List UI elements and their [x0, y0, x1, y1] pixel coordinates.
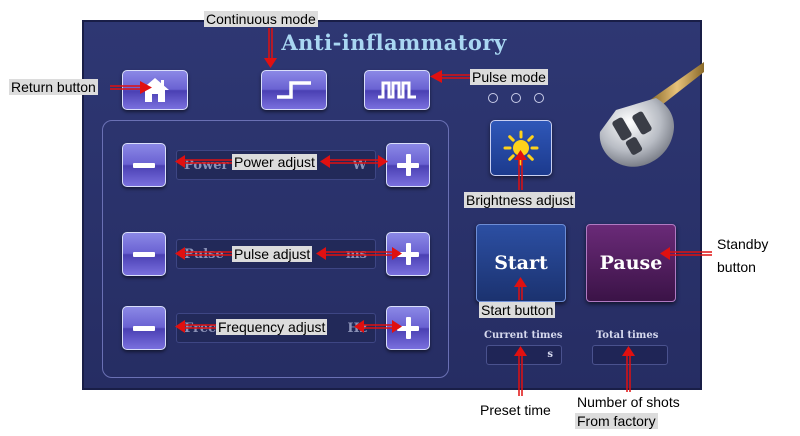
minus-icon	[133, 162, 155, 168]
total-times-field	[592, 345, 668, 365]
annotation-frequency-adjust: Frequency adjust	[216, 319, 328, 335]
plus-icon	[397, 154, 419, 176]
screen-title: Anti-inflammatory	[281, 30, 507, 55]
parameter-panel	[102, 120, 449, 378]
pulse-mode-button[interactable]	[364, 70, 430, 110]
total-times-label: Total times	[596, 330, 659, 341]
pulse-field: Pulse ms	[176, 239, 376, 269]
plus-icon	[397, 317, 419, 339]
power-unit: W	[352, 158, 367, 173]
pulse-label: Pulse	[184, 247, 224, 262]
current-times-field: s	[486, 345, 562, 365]
indicator-dot	[488, 93, 498, 103]
annotation-pulse-adjust: Pulse adjust	[232, 246, 313, 262]
device-screen: Anti-inflammatory	[82, 20, 704, 390]
annotation-standby-line1: Standby	[717, 236, 769, 252]
annotation-shots-line2: From factory	[575, 413, 658, 429]
power-decrease-button[interactable]	[122, 143, 166, 187]
annotation-return-button: Return button	[9, 79, 98, 95]
power-label: Power	[184, 158, 229, 173]
power-increase-button[interactable]	[386, 143, 430, 187]
annotation-continuous-mode: Continuous mode	[204, 11, 318, 27]
minus-icon	[133, 251, 155, 257]
frequency-increase-button[interactable]	[386, 306, 430, 350]
annotation-start-button: Start button	[479, 302, 556, 318]
home-icon	[141, 78, 169, 102]
pause-button[interactable]: Pause	[586, 224, 676, 302]
annotation-standby-line2: button	[717, 259, 756, 275]
indicator-dot	[534, 93, 544, 103]
mode-indicator-dots	[488, 90, 557, 108]
handpiece-image	[599, 62, 704, 167]
annotation-pulse-mode: Pulse mode	[470, 69, 548, 85]
continuous-wave-icon	[277, 81, 311, 99]
pulse-wave-icon	[378, 81, 416, 99]
current-times-label: Current times	[484, 330, 563, 341]
return-button[interactable]	[122, 70, 188, 110]
annotation-power-adjust: Power adjust	[232, 154, 317, 170]
frequency-decrease-button[interactable]	[122, 306, 166, 350]
annotation-preset-time: Preset time	[480, 402, 551, 418]
current-times-unit: s	[547, 349, 553, 360]
annotation-shots-line1: Number of shots	[577, 394, 680, 410]
plus-icon	[397, 243, 419, 265]
brightness-button[interactable]	[490, 120, 552, 176]
minus-icon	[133, 325, 155, 331]
annotation-brightness-adjust: Brightness adjust	[464, 192, 576, 208]
sun-icon	[503, 130, 539, 166]
frequency-unit: Hz	[347, 321, 367, 336]
indicator-dot	[511, 93, 521, 103]
pulse-decrease-button[interactable]	[122, 232, 166, 276]
pulse-increase-button[interactable]	[386, 232, 430, 276]
start-button[interactable]: Start	[476, 224, 566, 302]
frequency-label: Frec	[184, 321, 217, 336]
pulse-unit: ms	[345, 247, 367, 262]
continuous-mode-button[interactable]	[261, 70, 327, 110]
